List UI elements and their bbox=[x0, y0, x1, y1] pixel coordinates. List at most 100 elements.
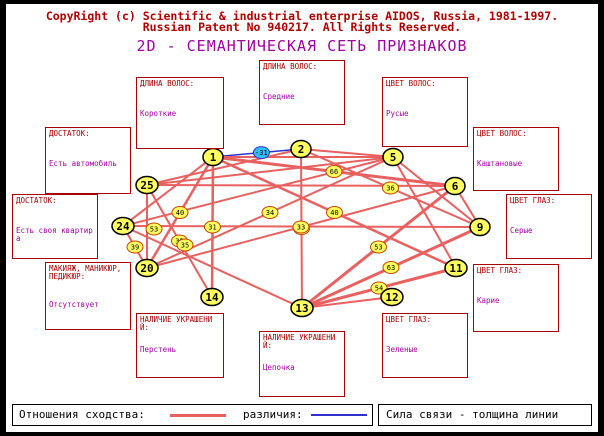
feature-box-title: ДОСТАТОК: bbox=[49, 129, 90, 138]
feature-box-title: ЦВЕТ ВОЛОС: bbox=[386, 79, 436, 88]
svg-text:31: 31 bbox=[208, 224, 216, 232]
feature-box-value: Серые bbox=[510, 226, 533, 235]
node-label: 20 bbox=[140, 262, 153, 275]
similarity-edge bbox=[392, 156, 457, 269]
edge-weight-label: 53 bbox=[145, 222, 163, 236]
feature-box-value: Русые bbox=[386, 109, 409, 118]
feature-box-title: ЦВЕТ ВОЛОС: bbox=[477, 129, 527, 138]
node-label: 25 bbox=[140, 179, 153, 192]
node-1[interactable]: 1 bbox=[202, 147, 224, 167]
feature-box-title: МАКИЯЖ, МАНИКЮР, ПЕДИКЮР: bbox=[49, 264, 126, 281]
svg-text:53: 53 bbox=[150, 226, 158, 234]
svg-text:39: 39 bbox=[131, 244, 139, 252]
feature-box-value: Есть автомобиль bbox=[49, 159, 117, 168]
node-label: 6 bbox=[452, 180, 459, 193]
edge-weight-label: 53 bbox=[370, 240, 387, 254]
feature-box-title: ДЛИНА ВОЛОС: bbox=[140, 79, 195, 88]
node-label: 13 bbox=[295, 302, 308, 315]
node-label: 9 bbox=[477, 221, 484, 234]
feature-box-value: Цепочка bbox=[263, 363, 295, 372]
feature-box-eye-color-gray[interactable]: ЦВЕТ ГЛАЗ: Серые bbox=[506, 194, 592, 259]
svg-text:63: 63 bbox=[387, 264, 395, 272]
feature-box-wealth-apartment[interactable]: ДОСТАТОК: Есть своя квартира bbox=[12, 194, 98, 259]
node-label: 2 bbox=[298, 143, 305, 156]
feature-box-value: Средние bbox=[263, 92, 295, 101]
feature-box-title: НАЛИЧИЕ УКРАШЕНИЙ: bbox=[140, 315, 213, 332]
similarity-edge bbox=[300, 148, 394, 158]
node-9[interactable]: 9 bbox=[469, 217, 491, 237]
legend-relations: Отношения сходства: различия: bbox=[12, 404, 373, 426]
legend-strength-label: Сила связи - толщина линии bbox=[386, 408, 559, 421]
feature-box-hair-color-fair[interactable]: ЦВЕТ ВОЛОС: Русые bbox=[382, 77, 468, 147]
legend-difference-label: различия: bbox=[243, 408, 303, 421]
edge-weight-label: 35 bbox=[176, 238, 194, 252]
feature-box-title: ДОСТАТОК: bbox=[16, 196, 57, 205]
copyright-line: CopyRight (c) Scientific & industrial en… bbox=[45, 9, 559, 23]
node-label: 5 bbox=[390, 151, 397, 164]
similarity-edge bbox=[122, 156, 214, 227]
legend-difference-line bbox=[311, 414, 367, 416]
feature-box-value: Каштановые bbox=[477, 159, 523, 168]
legend-strength: Сила связи - толщина линии bbox=[378, 404, 592, 426]
similarity-edge bbox=[122, 156, 394, 227]
feature-box-value: Перстень bbox=[140, 345, 177, 354]
node-20[interactable]: 20 bbox=[135, 258, 159, 278]
feature-box-eye-color-brown[interactable]: ЦВЕТ ГЛАЗ: Карие bbox=[473, 264, 559, 332]
svg-text:35: 35 bbox=[181, 242, 189, 250]
node-24[interactable]: 24 bbox=[111, 216, 135, 236]
node-6[interactable]: 6 bbox=[444, 176, 466, 196]
feature-box-title: ЦВЕТ ГЛАЗ: bbox=[477, 266, 523, 275]
edge-weight-label: 39 bbox=[126, 240, 144, 254]
node-2[interactable]: 2 bbox=[290, 139, 312, 159]
network-canvas: CopyRight (c) Scientific & industrial en… bbox=[6, 4, 598, 432]
svg-text:40: 40 bbox=[330, 209, 338, 217]
node-25[interactable]: 25 bbox=[135, 175, 159, 195]
node-12[interactable]: 12 bbox=[380, 287, 404, 307]
svg-text:34: 34 bbox=[266, 209, 274, 217]
similarity-edge bbox=[392, 156, 481, 228]
node-13[interactable]: 13 bbox=[290, 298, 314, 318]
similarity-edge bbox=[146, 156, 394, 186]
node-5[interactable]: 5 bbox=[382, 147, 404, 167]
svg-text:-31: -31 bbox=[255, 149, 268, 157]
edge-weight-label: 66 bbox=[325, 165, 343, 178]
feature-box-value: Короткие bbox=[140, 109, 177, 118]
feature-box-makeup-absent[interactable]: МАКИЯЖ, МАНИКЮР, ПЕДИКЮР: Отсутствует bbox=[45, 262, 131, 330]
similarity-edge bbox=[146, 184, 456, 187]
feature-box-eye-color-green[interactable]: ЦВЕТ ГЛАЗ: Зеленые bbox=[382, 313, 468, 378]
feature-box-title: ДЛИНА ВОЛОС: bbox=[263, 62, 318, 71]
feature-box-hair-length-medium[interactable]: ДЛИНА ВОЛОС: Средние bbox=[259, 60, 345, 125]
feature-box-title: ЦВЕТ ГЛАЗ: bbox=[510, 196, 556, 205]
feature-box-title: НАЛИЧИЕ УКРАШЕНИЙ: bbox=[263, 333, 336, 350]
legend: Отношения сходства: различия: Сила связи… bbox=[6, 404, 598, 428]
node-14[interactable]: 14 bbox=[200, 287, 224, 307]
feature-box-value: Отсутствует bbox=[49, 300, 99, 309]
node-label: 1 bbox=[210, 151, 217, 164]
node-label: 12 bbox=[385, 291, 398, 304]
svg-text:36: 36 bbox=[386, 185, 394, 193]
feature-box-value: Карие bbox=[477, 296, 500, 305]
feature-box-wealth-car[interactable]: ДОСТАТОК: Есть автомобиль bbox=[45, 127, 131, 194]
edge-weight-label: 40 bbox=[326, 206, 343, 219]
feature-box-jewelry-chain[interactable]: НАЛИЧИЕ УКРАШЕНИЙ: Цепочка bbox=[259, 331, 345, 397]
semantic-network: -314031404836345333546335396635531256911… bbox=[111, 139, 491, 318]
page-title: 2D - СЕМАНТИЧЕСКАЯ СЕТЬ ПРИЗНАКОВ bbox=[136, 37, 468, 55]
legend-similarity-label: Отношения сходства: bbox=[19, 408, 145, 421]
svg-text:40: 40 bbox=[176, 209, 184, 217]
edge-weight-label: 33 bbox=[292, 220, 310, 234]
feature-box-jewelry-ring[interactable]: НАЛИЧИЕ УКРАШЕНИЙ: Перстень bbox=[136, 313, 224, 378]
feature-box-value: Есть своя квартира bbox=[16, 226, 93, 243]
node-11[interactable]: 11 bbox=[444, 258, 468, 278]
edge-weight-label: 40 bbox=[171, 206, 189, 219]
node-label: 24 bbox=[116, 220, 130, 233]
feature-box-hair-color-chestnut[interactable]: ЦВЕТ ВОЛОС: Каштановые bbox=[473, 127, 559, 191]
node-label: 11 bbox=[449, 262, 463, 275]
svg-text:53: 53 bbox=[374, 244, 382, 252]
edge-weight-label: 36 bbox=[382, 181, 399, 195]
feature-box-title: ЦВЕТ ГЛАЗ: bbox=[386, 315, 432, 324]
edge-weight-label: 34 bbox=[261, 206, 279, 219]
feature-box-hair-length-short[interactable]: ДЛИНА ВОЛОС: Короткие bbox=[136, 77, 224, 149]
edge-weight-label: 54 bbox=[370, 281, 388, 295]
similarity-edge bbox=[122, 225, 303, 309]
